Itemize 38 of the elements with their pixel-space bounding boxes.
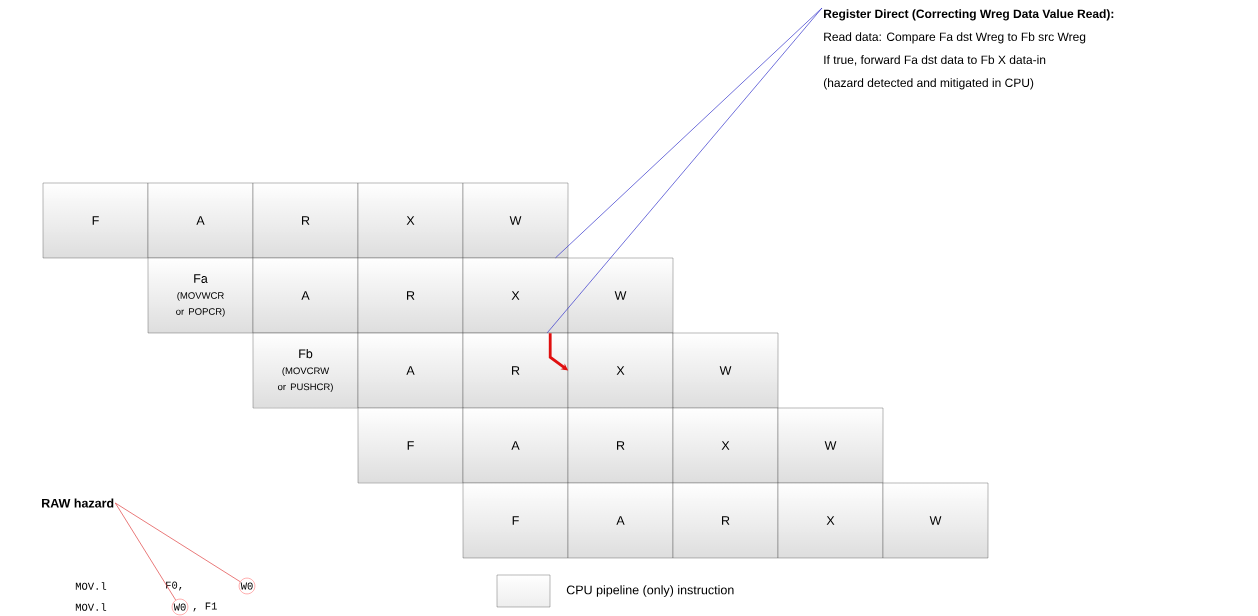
- leader-line: [115, 502, 177, 601]
- pipeline-stage-box: W: [462, 182, 569, 259]
- pipeline-stage-box: A: [357, 332, 464, 409]
- code-text: MOV.l: [75, 603, 107, 611]
- pipeline-stage-box: Fb (MOVCRW or PUSHCR): [252, 332, 359, 409]
- pipeline-stage-box: R: [672, 482, 779, 559]
- pipeline-stage-box: X: [567, 332, 674, 409]
- code-text: MOV.l: [75, 582, 107, 590]
- hazard-label: RAW hazard: [42, 498, 114, 508]
- pipeline-stage-box: X: [462, 257, 569, 334]
- pipeline-stage-box: X: [357, 182, 464, 259]
- pipeline-stage-box: Fa (MOVWCR or POPCR): [147, 257, 254, 334]
- pipeline-stage-box: R: [252, 182, 359, 259]
- pipeline-stage-box: F: [462, 482, 569, 559]
- circled-register: W0: [238, 577, 256, 595]
- leader-line: [546, 7, 823, 334]
- pipeline-stage-box: X: [777, 482, 884, 559]
- pipeline-stage-box: W: [672, 332, 779, 409]
- leader-line: [555, 7, 823, 259]
- pipeline-stage-box: W: [777, 407, 884, 484]
- pipeline-stage-box: X: [672, 407, 779, 484]
- pipeline-stage-box: W: [882, 482, 989, 559]
- pipeline-stage-box: F: [357, 407, 464, 484]
- leader-line: [115, 502, 241, 583]
- pipeline-stage-box: A: [462, 407, 569, 484]
- pipeline-stage-box: F: [42, 182, 149, 259]
- legend-text: CPU pipeline (only) instruction: [566, 585, 734, 597]
- pipeline-stage-box: R: [357, 257, 464, 334]
- pipeline-stage-box: A: [252, 257, 359, 334]
- pipeline-stage-box: R: [462, 332, 569, 409]
- pipeline-stage-box: A: [567, 482, 674, 559]
- pipeline-stage-box: W: [567, 257, 674, 334]
- code-text: , F1: [193, 602, 217, 612]
- code-text: F0,: [166, 581, 182, 591]
- pipeline-stage-box: A: [147, 182, 254, 259]
- circled-register: W0: [171, 598, 189, 616]
- pipeline-stage-box: R: [567, 407, 674, 484]
- annotation-text: Register Direct (Correcting Wreg Data Value Read): Read data: Compare Fa dst Wreg to Fb src Wreg If true, forward Fa dst data to Fb X data-in (hazard detected and mitigated in CPU): [823, 9, 1114, 90]
